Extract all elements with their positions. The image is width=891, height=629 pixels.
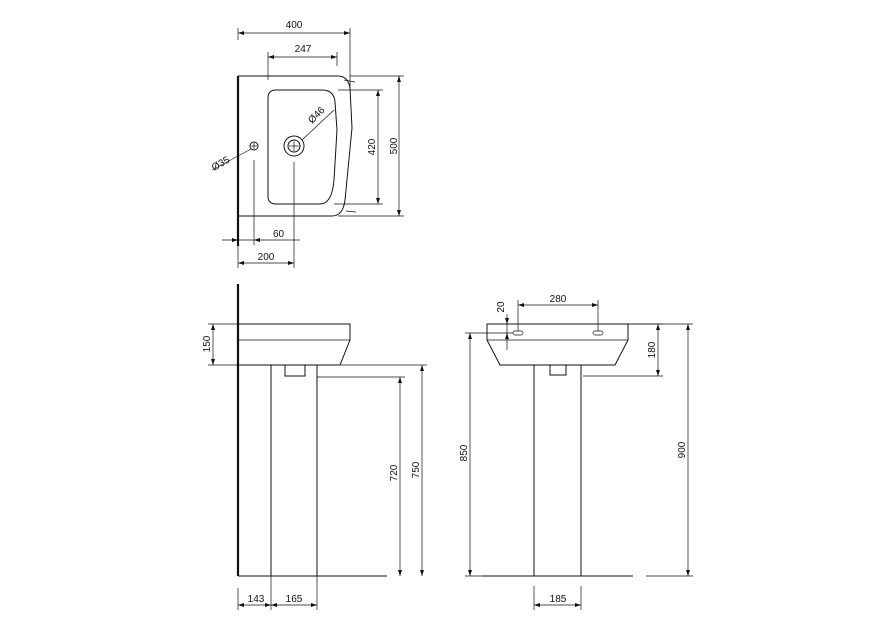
arrowhead <box>420 365 424 371</box>
arrowhead <box>331 55 337 59</box>
front-pedestal <box>533 364 582 577</box>
dim-label-900: 900 <box>677 441 688 458</box>
dim-label-850: 850 <box>459 444 470 461</box>
arrowhead <box>505 333 509 339</box>
arrowhead <box>254 238 260 242</box>
arrowhead <box>398 570 402 576</box>
overflow-edge-b <box>345 210 357 213</box>
waste-outer-ring <box>283 135 305 157</box>
side-pedestal <box>270 364 318 577</box>
arrowhead <box>686 570 690 576</box>
fixing-hole-left <box>512 330 524 336</box>
front-basin-outline <box>486 323 629 366</box>
arrowhead <box>468 570 472 576</box>
front-waste-trap <box>549 364 567 376</box>
dim-label-420: 420 <box>367 138 378 155</box>
arrowhead <box>420 570 424 576</box>
arrowhead <box>534 603 540 607</box>
plan-view: 400 247 500 420 Ø46 Ø35 60 <box>210 20 404 268</box>
arrowhead <box>656 370 660 376</box>
dim-label-150: 150 <box>202 335 213 352</box>
dim-label-500: 500 <box>389 137 400 154</box>
arrowhead <box>211 359 215 365</box>
dim-label-750: 750 <box>411 461 422 478</box>
leader-tap-hole <box>211 148 252 171</box>
dim-label-60: 60 <box>273 229 285 240</box>
arrowhead <box>518 303 524 307</box>
arrowhead <box>686 324 690 330</box>
arrowhead <box>376 198 380 204</box>
arrowhead <box>271 603 277 607</box>
leader-waste <box>301 109 335 141</box>
bowl-outline <box>267 89 338 205</box>
side-basin-outline <box>238 323 351 366</box>
arrowhead <box>397 210 401 216</box>
dim-label-waste-diameter: Ø46 <box>306 105 327 126</box>
basin-outline <box>238 75 353 217</box>
dim-label-20: 20 <box>496 301 507 313</box>
tap-hole <box>249 141 259 151</box>
arrowhead <box>265 603 271 607</box>
arrowhead <box>468 333 472 339</box>
arrowhead <box>398 377 402 383</box>
dim-label-185: 185 <box>550 594 567 605</box>
arrowhead <box>397 76 401 82</box>
side-view: 150 720 750 143 165 <box>202 284 427 610</box>
dim-label-400: 400 <box>286 20 303 31</box>
arrowhead <box>211 324 215 330</box>
arrowhead <box>344 31 350 35</box>
dim-label-180: 180 <box>647 341 658 358</box>
fixing-hole-right <box>592 330 604 336</box>
dim-label-280: 280 <box>550 294 567 305</box>
dim-label-720: 720 <box>389 464 400 481</box>
front-view: 280 20 180 850 900 185 <box>459 294 693 610</box>
arrowhead <box>311 603 317 607</box>
arrowhead <box>232 238 238 242</box>
arrowhead <box>505 318 509 324</box>
arrowhead <box>288 261 294 265</box>
dim-label-143: 143 <box>248 594 265 605</box>
dim-label-tap-hole-diameter: Ø35 <box>210 154 232 173</box>
overflow-edge-a <box>343 79 356 83</box>
dim-label-200: 200 <box>258 252 275 263</box>
side-waste-trap <box>284 364 306 377</box>
arrowhead <box>575 603 581 607</box>
arrowhead <box>592 303 598 307</box>
arrowhead <box>656 324 660 330</box>
arrowhead <box>238 603 244 607</box>
arrowhead <box>238 31 244 35</box>
dim-label-165: 165 <box>286 594 303 605</box>
arrowhead <box>238 261 244 265</box>
arrowhead <box>268 55 274 59</box>
dim-label-247: 247 <box>295 44 312 55</box>
arrowhead <box>376 90 380 96</box>
waste-inner-ring <box>287 139 301 153</box>
